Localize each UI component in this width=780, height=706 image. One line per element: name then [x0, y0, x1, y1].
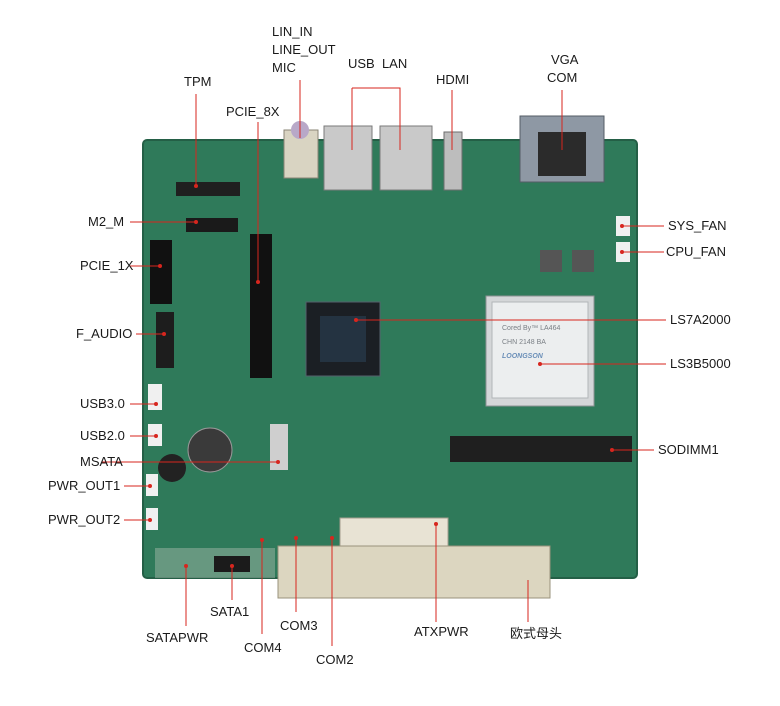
label-usb-lan: USB LAN	[348, 56, 408, 71]
chip-marking-line2: CHN 2148 BA	[502, 339, 546, 346]
label-sodimm1: SODIMM1	[658, 442, 719, 457]
dot-ls7a2000	[354, 318, 358, 322]
hdmi-port	[443, 131, 463, 191]
leader-usb-lan	[351, 87, 401, 150]
label-usb30: USB3.0	[80, 396, 125, 411]
tpm-header	[176, 182, 240, 196]
m2-slot	[186, 218, 238, 232]
label-atxpwr: ATXPWR	[414, 624, 469, 639]
sodimm-slot	[450, 436, 632, 462]
buzzer	[158, 454, 186, 482]
label-pcie-1x: PCIE_1X	[80, 258, 134, 273]
dot-satapwr	[184, 564, 188, 568]
label-ls3b5000: LS3B5000	[670, 356, 731, 371]
label-com: COM	[547, 70, 578, 85]
label-sata1: SATA1	[210, 604, 250, 619]
dot-com2	[330, 536, 334, 540]
msata-slot	[270, 424, 288, 470]
dot-atxpwr	[434, 522, 438, 526]
label-com2: COM2	[316, 652, 354, 667]
label-ls7a2000: LS7A2000	[670, 312, 731, 327]
leader-dots	[148, 184, 624, 568]
label-pwr-out2: PWR_OUT2	[48, 512, 121, 527]
label-mic: MIC	[272, 60, 296, 75]
dot-usb20	[154, 434, 158, 438]
label-msata: MSATA	[80, 454, 123, 469]
dot-ls3b5000	[538, 362, 542, 366]
label-com3: COM3	[280, 618, 318, 633]
rtc-battery	[187, 427, 233, 473]
dot-sata1	[230, 564, 234, 568]
pcie-8x-slot	[250, 234, 272, 378]
label-sys-fan: SYS_FAN	[668, 218, 727, 233]
usb30-header	[148, 384, 162, 410]
vrm-chip-1	[540, 250, 562, 272]
label-cpu-fan: CPU_FAN	[666, 244, 726, 259]
ls3b5000-chip	[491, 301, 589, 399]
chip-marking-line1: Cored By™ LA464	[502, 325, 560, 332]
pwr-out1-header	[146, 474, 158, 496]
label-pcie-8x: PCIE_8X	[226, 104, 280, 119]
atx-power-connector	[339, 517, 449, 549]
dot-pcie-1x	[158, 264, 162, 268]
dot-pwr2	[148, 518, 152, 522]
dot-com3	[294, 536, 298, 540]
label-usb20: USB2.0	[80, 428, 125, 443]
dot-tpm	[194, 184, 198, 188]
label-euro-header: 欧式母头	[510, 626, 563, 641]
pwr-out2-header	[146, 508, 158, 530]
label-m2-m: M2_M	[88, 214, 125, 229]
label-pwr-out1: PWR_OUT1	[48, 478, 121, 493]
usb-lan-right	[379, 125, 433, 191]
dot-pwr1	[148, 484, 152, 488]
label-com4: COM4	[244, 640, 282, 655]
dot-cpu-fan	[620, 250, 624, 254]
pcie-1x-slot	[150, 240, 172, 304]
label-lin-in: LIN_IN	[272, 24, 313, 39]
dot-pcie-8x	[256, 280, 260, 284]
label-hdmi: HDMI	[436, 72, 470, 87]
dot-sys-fan	[620, 224, 624, 228]
ls7a2000-die	[320, 316, 366, 362]
dot-msata	[276, 460, 280, 464]
dot-com4	[260, 538, 264, 542]
chip-marking-brand: LOONGSON	[502, 353, 544, 360]
vrm-chip-2	[572, 250, 594, 272]
dot-m2	[194, 220, 198, 224]
label-vga: VGA	[551, 52, 579, 67]
usb-lan-left	[323, 125, 373, 191]
label-tpm: TPM	[184, 74, 212, 89]
leader-lines	[102, 80, 666, 646]
dot-f-audio	[162, 332, 166, 336]
f-audio-header	[156, 312, 174, 368]
dot-usb30	[154, 402, 158, 406]
euro-connector	[277, 545, 551, 599]
label-satapwr: SATAPWR	[146, 630, 209, 645]
label-line-out: LINE_OUT	[272, 42, 336, 57]
label-f-audio: F_AUDIO	[76, 326, 133, 341]
dot-sodimm1	[610, 448, 614, 452]
